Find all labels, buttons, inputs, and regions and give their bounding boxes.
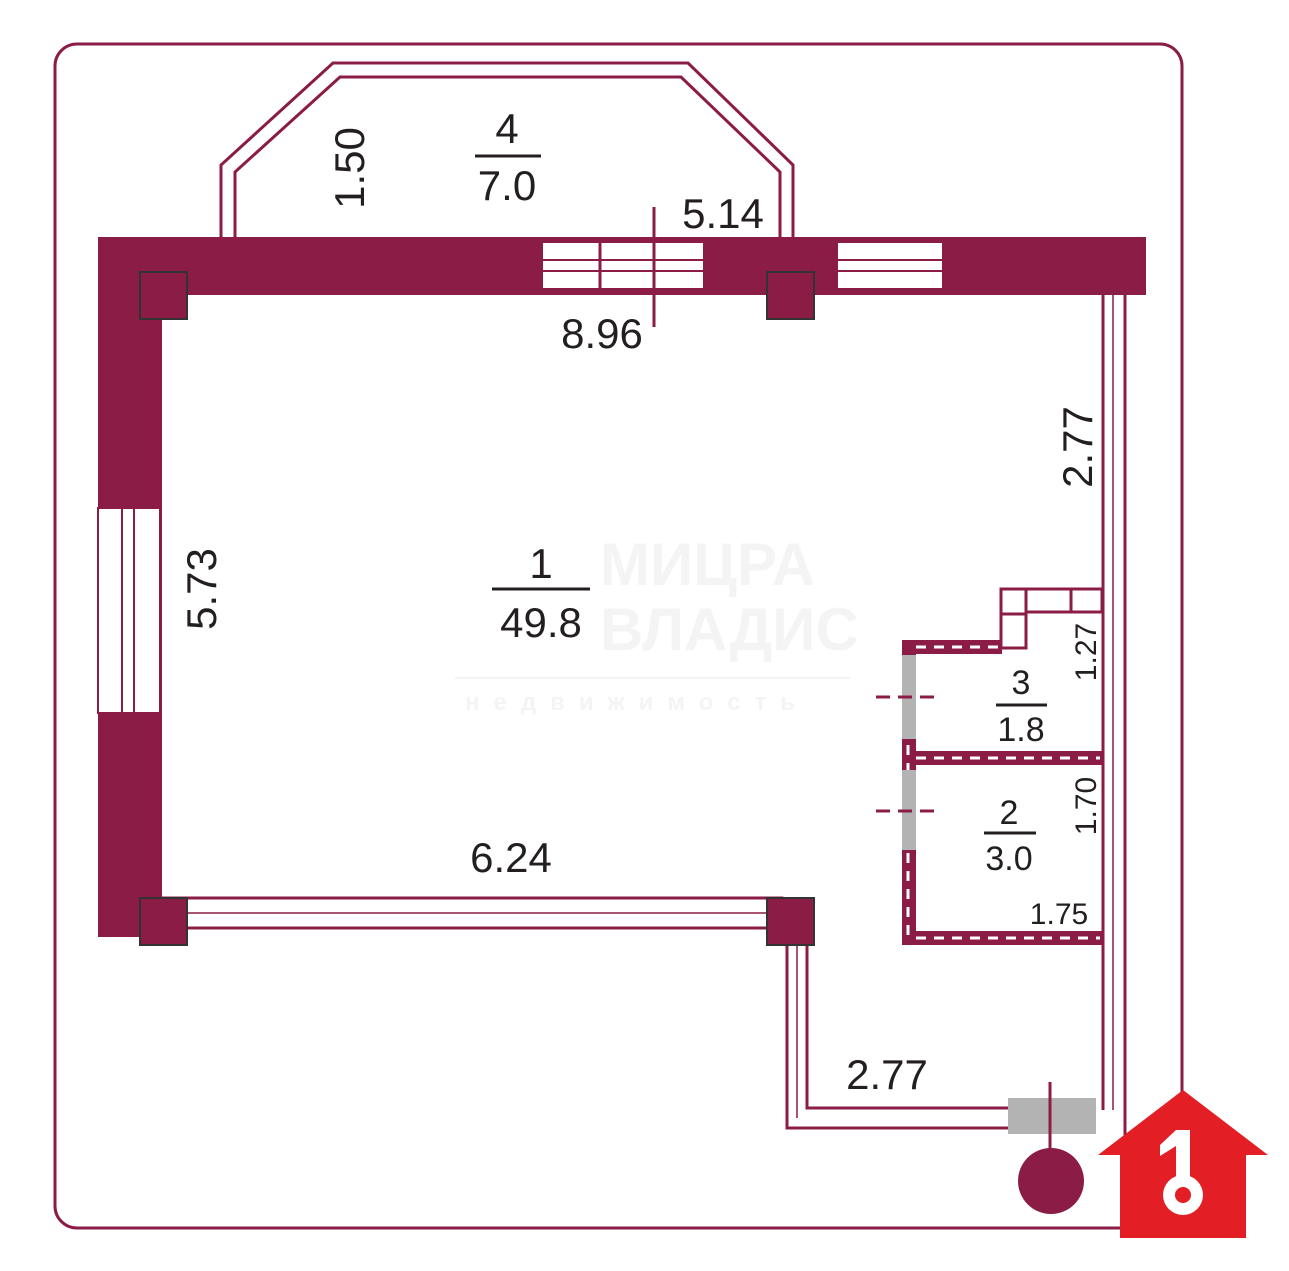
room-label-1: 1 49.8	[492, 540, 590, 646]
window-top-2	[838, 243, 942, 288]
dim-left-wall: 5.73	[178, 548, 225, 630]
dim-balcony-depth: 1.50	[326, 127, 373, 209]
plan-border	[53, 42, 1184, 1230]
room-label-2: 2 3.0	[984, 794, 1036, 878]
room-area: 3.0	[985, 840, 1032, 878]
room-number: 1	[529, 540, 552, 587]
bottom-wall	[160, 896, 784, 930]
bathroom-walls	[876, 587, 1104, 945]
entrance-door	[1008, 1098, 1096, 1134]
room-area: 1.8	[997, 711, 1044, 749]
dim-corridor: 2.77	[846, 1051, 928, 1098]
window-left	[97, 507, 161, 714]
svg-text:ВЛАДИС: ВЛАДИС	[600, 596, 859, 663]
dim-balcony-width: 5.14	[682, 190, 764, 237]
corridor-wall	[785, 945, 1010, 1130]
house-key-icon	[1098, 1090, 1268, 1238]
dim-top-wall: 8.96	[561, 310, 643, 357]
balcony	[219, 61, 795, 237]
entrance-marker	[1018, 1148, 1084, 1214]
room-label-3: 3 1.8	[996, 664, 1047, 749]
dim-room2-bottom: 1.75	[1030, 898, 1088, 931]
room-label-4: 4 7.0	[475, 105, 541, 209]
dim-bottom-wall: 6.24	[470, 834, 552, 881]
dim-right-upper: 2.77	[1054, 406, 1101, 488]
room-area: 7.0	[478, 162, 536, 209]
svg-text:МИЦРА: МИЦРА	[600, 531, 815, 598]
room-number: 3	[1012, 664, 1031, 702]
room-area: 49.8	[500, 599, 582, 646]
watermark: МИЦРА ВЛАДИС недвижимость	[455, 531, 859, 716]
room-number: 4	[495, 105, 518, 152]
dim-room2-side: 1.70	[1070, 777, 1103, 835]
room-number: 2	[1000, 794, 1019, 832]
columns	[139, 271, 815, 946]
svg-text:недвижимость: недвижимость	[465, 689, 809, 716]
window-top-1	[543, 243, 703, 288]
dim-room3-side: 1.27	[1070, 623, 1103, 681]
right-wall	[1101, 295, 1127, 1228]
